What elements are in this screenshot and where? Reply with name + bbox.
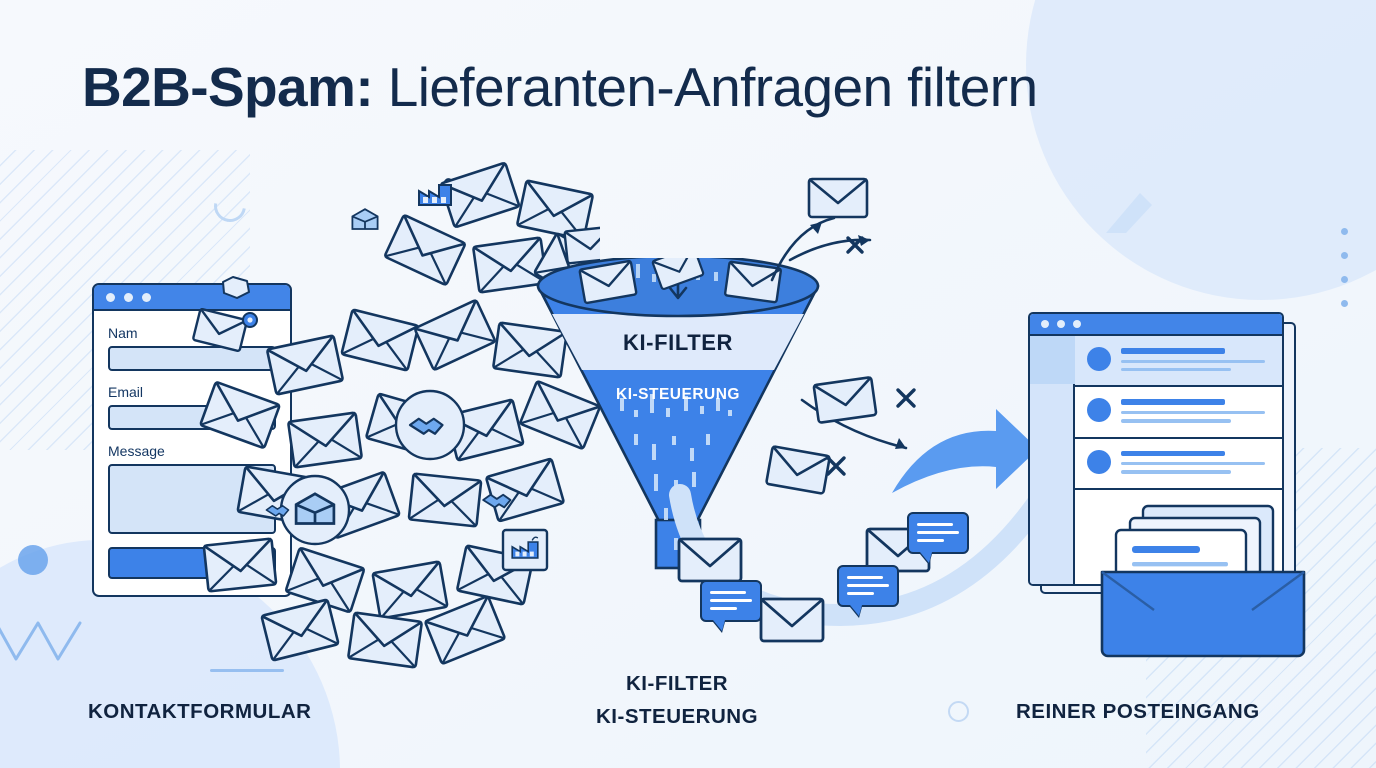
avatar <box>1087 449 1111 474</box>
chat-bubble-icon <box>837 565 899 607</box>
envelope-icon <box>759 597 825 643</box>
table-row[interactable] <box>1075 439 1282 490</box>
window-dot-icon <box>106 292 115 302</box>
mail-preview-lines <box>1121 449 1274 479</box>
stage-label-ai-filter-line2: KI-STEUERUNG <box>596 705 759 728</box>
mail-preview-lines <box>1121 397 1274 427</box>
ring-decoration-icon <box>948 701 969 722</box>
chat-bubble-icon <box>700 580 762 622</box>
page-title-strong: B2B-Spam: <box>82 56 374 118</box>
page-title-rest: Lieferanten-Anfragen filtern <box>373 56 1038 118</box>
stage-label-clean-inbox: REINER POSTEINGANG <box>1016 700 1260 723</box>
window-dot-icon <box>1073 320 1081 328</box>
window-titlebar <box>1030 314 1282 336</box>
funnel-label-primary: KI-FILTER <box>622 330 734 355</box>
ai-filter-funnel: KI-FILTER KI-STEUERUNG <box>528 245 828 578</box>
chat-bubble-icon <box>907 512 969 554</box>
rejected-mail-group <box>765 177 916 495</box>
window-titlebar <box>94 285 290 311</box>
x-mark-icon <box>826 236 916 476</box>
sidebar-highlight <box>1030 336 1075 384</box>
envelope-icon <box>812 376 878 424</box>
envelope-icon <box>677 537 743 583</box>
mini-arrow-decoration-icon <box>1106 193 1152 233</box>
field-label-email: Email <box>108 384 144 400</box>
page-title: B2B-Spam: Lieferanten-Anfragen filtern <box>82 55 1038 119</box>
table-row[interactable] <box>1075 336 1282 388</box>
stage-label-ai-filter-line1: KI-FILTER <box>626 672 729 695</box>
open-envelope-with-letters <box>1100 504 1306 658</box>
dots-decoration-right <box>1341 228 1348 307</box>
avatar <box>1087 347 1111 371</box>
window-dot-icon <box>1057 320 1065 328</box>
field-label-message: Message <box>108 443 165 459</box>
envelope-icon <box>807 177 869 219</box>
zigzag-decoration-icon <box>0 621 82 661</box>
stage-label-contact-form: KONTAKTFORMULAR <box>88 700 312 723</box>
factory-icon <box>501 528 549 572</box>
dot-decoration-bottom-left <box>18 545 48 575</box>
circle-decoration-top-right <box>1026 0 1376 300</box>
crumpled-paper-icon <box>222 276 250 299</box>
window-dot-icon <box>124 292 133 302</box>
package-icon <box>351 208 379 230</box>
envelope-icon <box>765 445 831 495</box>
stage-label-ai-filter: KI-FILTER KI-STEUERUNG <box>596 667 758 733</box>
mail-preview-lines <box>1121 346 1274 376</box>
window-dot-icon <box>142 292 151 302</box>
funnel-shape <box>536 245 820 570</box>
name-input[interactable] <box>108 346 276 371</box>
gear-icon <box>242 312 258 328</box>
funnel-label-secondary: KI-STEUERUNG <box>616 386 740 403</box>
window-dot-icon <box>1041 320 1049 328</box>
avatar <box>1087 398 1111 423</box>
field-label-name: Nam <box>108 325 138 341</box>
spam-envelope-cluster <box>191 161 600 669</box>
arrow-right-icon <box>892 409 1038 493</box>
table-row[interactable] <box>1075 387 1282 439</box>
